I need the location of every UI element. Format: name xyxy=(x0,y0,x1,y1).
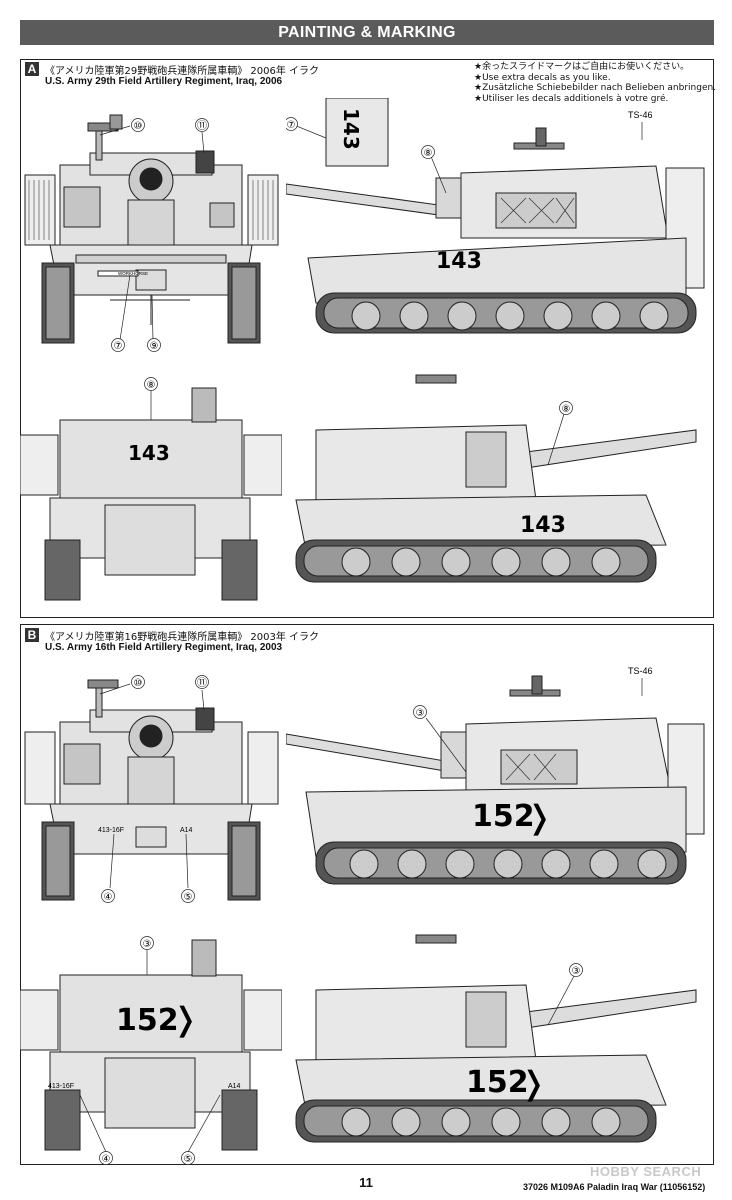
section-b-title-jp: 《アメリカ陸軍第16野戦砲兵連隊所属車輌》 2003年 イラク xyxy=(45,632,320,643)
b-side2-chevron: ❭ xyxy=(520,1064,547,1102)
page-header: PAINTING & MARKING xyxy=(20,20,714,45)
b-rear-chevron: ❭ xyxy=(172,1000,199,1038)
a-callout-8: ⑧ xyxy=(424,148,433,159)
b-rear-view: 152 ❭ 413-16F A14 ③ ④ ⑤ xyxy=(20,936,282,1165)
b-callout-4-rear: ④ xyxy=(102,1154,111,1165)
a-callout-11: ⑪ xyxy=(197,120,207,132)
b-side-view-2: 152 ❭ ③ xyxy=(295,934,697,1143)
section-b-badge: B xyxy=(25,628,39,642)
note-en: ★Use extra decals as you like. xyxy=(474,72,611,83)
a-rear-view: 143 ⑧ xyxy=(20,377,282,601)
a-inset-number: 143 xyxy=(339,108,363,150)
b-callout-3: ③ xyxy=(416,708,425,719)
b-callout-3-rear: ③ xyxy=(143,939,152,950)
b-callout-5: ⑤ xyxy=(184,892,193,903)
a-side-number: 143 xyxy=(436,249,482,274)
a-callout-7-inset: ⑦ xyxy=(287,120,296,131)
b-rear-bumper-right: A14 xyxy=(228,1083,241,1090)
section-b-frame xyxy=(20,624,714,1165)
b-front-bumper-left: 413-16F xyxy=(98,827,124,834)
product-code: 37026 M109A6 Paladin Iraq War (11056152) xyxy=(523,1182,706,1192)
watermark: HOBBY SEARCH xyxy=(590,1164,702,1179)
b-turret-marking: TS-46 xyxy=(628,666,653,676)
section-a-frame xyxy=(20,59,714,618)
section-a-title-en: U.S. Army 29th Field Artillery Regiment,… xyxy=(45,76,283,87)
b-side-chevron: ❭ xyxy=(526,798,553,836)
a-front-plate: WORKHORSE xyxy=(118,271,148,276)
a-callout-8-side2: ⑧ xyxy=(562,404,571,415)
b-front-bumper-right: A14 xyxy=(180,827,193,834)
b-callout-3-side2: ③ xyxy=(572,966,581,977)
a-rear-number: 143 xyxy=(128,441,170,465)
b-callout-11: ⑪ xyxy=(197,677,207,689)
a-side-view-2: 143 ⑧ xyxy=(295,374,697,583)
b-side2-number: 152 xyxy=(466,1065,529,1100)
a-callout-7: ⑦ xyxy=(114,341,123,352)
a-turret-marking: TS-46 xyxy=(628,110,653,120)
decal-note: ★余ったスライドマークはご自由にお使いください。 ★Use extra deca… xyxy=(474,62,716,104)
section-b-title-en: U.S. Army 16th Field Artillery Regiment,… xyxy=(45,642,283,653)
note-de: ★Zusätzliche Schiebebilder nach Belieben… xyxy=(474,83,717,93)
a-side-view: 143 143 TS-46 ⑧ ⑦ xyxy=(286,98,705,334)
b-rear-number: 152 xyxy=(116,1003,179,1038)
b-callout-10: ⑩ xyxy=(134,678,143,689)
b-side-number: 152 xyxy=(472,799,535,834)
a-callout-9: ⑨ xyxy=(150,341,159,352)
b-rear-bumper-left: 413-16F xyxy=(48,1083,74,1090)
b-callout-4: ④ xyxy=(104,892,113,903)
b-callout-5-rear: ⑤ xyxy=(184,1154,193,1165)
a-callout-10: ⑩ xyxy=(134,121,143,132)
a-front-view: WORKHORSE ⑩ ⑪ ⑦ ⑨ xyxy=(24,114,279,352)
b-side-view: 152 ❭ TS-46 ③ xyxy=(286,666,705,885)
b-front-view: 413-16F A14 ⑩ ⑪ ④ ⑤ xyxy=(24,675,279,903)
a-callout-8-rear: ⑧ xyxy=(147,380,156,391)
note-fr: ★Utiliser les decals additionels à votre… xyxy=(474,93,669,104)
section-a-badge: A xyxy=(25,62,39,76)
page-number: 11 xyxy=(359,1175,373,1190)
section-a-title-jp: 《アメリカ陸軍第29野戦砲兵連隊所属車輌》 2006年 イラク xyxy=(45,66,320,77)
note-jp: ★余ったスライドマークはご自由にお使いください。 xyxy=(474,62,690,72)
a-side2-number: 143 xyxy=(520,513,566,538)
